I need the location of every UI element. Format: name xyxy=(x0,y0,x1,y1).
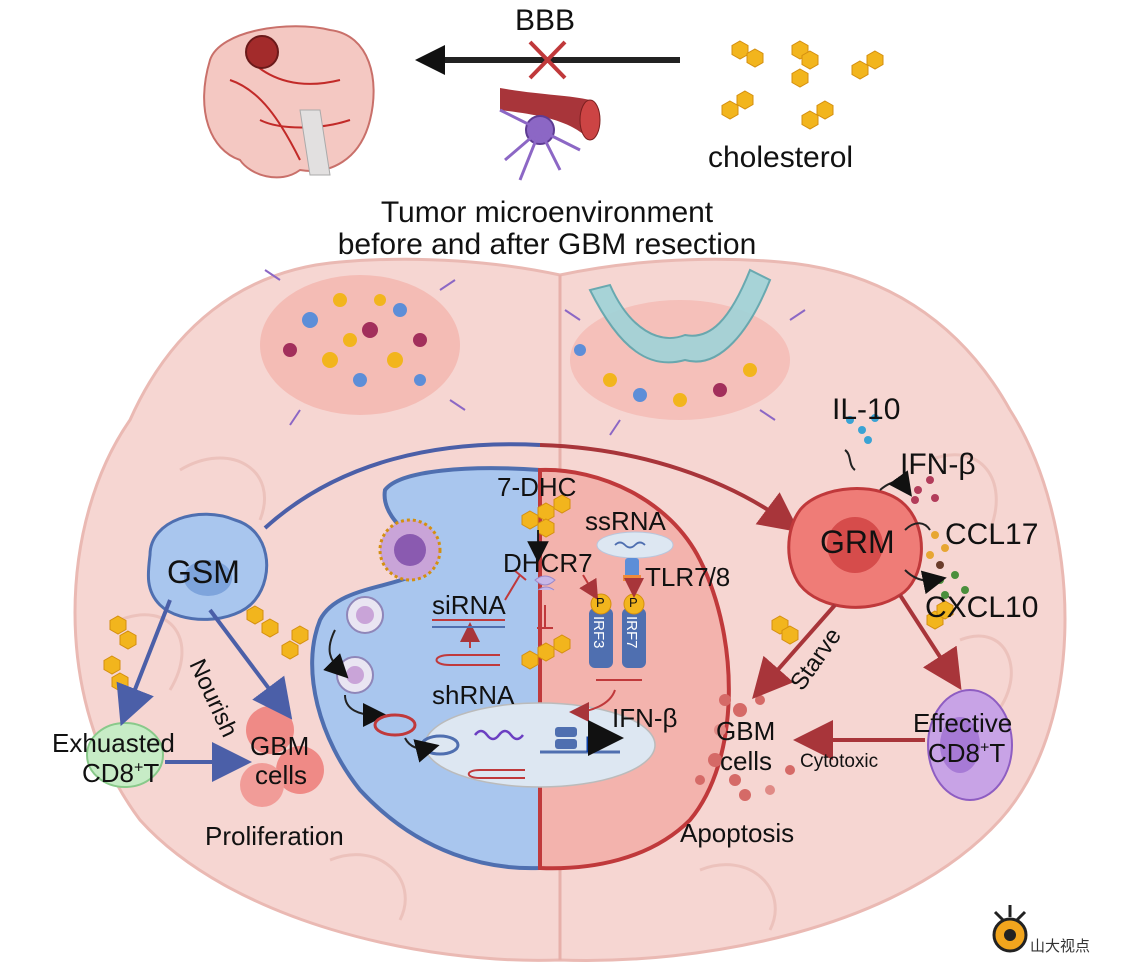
gbm-left-label-l1: GBM xyxy=(250,731,310,761)
gsm-label: GSM xyxy=(167,554,240,590)
arrow-gsm-to-gbm xyxy=(208,608,293,720)
tlr78-label: TLR7/8 xyxy=(645,562,731,592)
sirna-duplex xyxy=(432,569,527,628)
ifnb-dots xyxy=(879,470,939,504)
irf7-phospho-label: P xyxy=(629,595,638,610)
watermark-logo xyxy=(992,905,1028,953)
irf3-phospho-label: P xyxy=(596,595,605,610)
cxcl10-label: CXCL10 xyxy=(925,591,1039,624)
dhcr7-label: DHCR7 xyxy=(503,548,593,578)
endosome-icons xyxy=(323,596,387,727)
gbm-cells-right-apoptotic xyxy=(695,694,795,801)
il10-label: IL-10 xyxy=(832,393,901,426)
apoptosis-label: Apoptosis xyxy=(680,818,795,848)
dhcr7-to-irf3-arrow xyxy=(579,574,599,601)
ssrna-label: ssRNA xyxy=(585,506,666,536)
grm-label: GRM xyxy=(820,524,895,560)
arrow-gsm-to-exhausted xyxy=(116,599,172,727)
cholesterol-label: cholesterol xyxy=(708,141,854,174)
watermark-text: 山大视点 xyxy=(1030,938,1091,955)
ccl17-dots xyxy=(904,522,949,569)
exhausted-label-l1: Exhuasted xyxy=(52,728,175,758)
sirna-label: siRNA xyxy=(432,590,506,620)
cytotoxic-label: Cytotoxic xyxy=(800,751,879,772)
dhcr7-enzyme-icon xyxy=(534,575,556,591)
shrna-label: shRNA xyxy=(432,680,515,710)
arrow-grm-starve xyxy=(752,603,837,699)
effective-label-l2: CD8+T xyxy=(928,738,1006,768)
shrna-hairpin-bottom xyxy=(467,769,525,779)
arrow-grm-to-effective xyxy=(898,593,962,691)
cholesterol-product xyxy=(521,605,571,670)
ifnb-label-mid: IFN-β xyxy=(612,703,678,733)
irf7-label: IRF7 xyxy=(623,616,640,649)
mrna-wave xyxy=(474,729,524,741)
effective-label-l1: Effective xyxy=(913,708,1013,738)
shrna-hairpin-mid xyxy=(435,622,500,666)
seven-dhc-molecule xyxy=(521,494,571,563)
bbb-blocked-arrow xyxy=(415,40,680,80)
arc-blue-part xyxy=(263,442,541,530)
irf7-protein xyxy=(622,593,646,668)
tumor-cell-cluster-after xyxy=(564,268,806,436)
seven-dhc-label: 7-DHC xyxy=(497,472,577,502)
ifnb-promoter-complex xyxy=(540,720,624,756)
title-line2: before and after GBM resection xyxy=(337,228,757,261)
cxcl10-dots xyxy=(904,569,969,599)
brain-with-tumor-icon xyxy=(203,25,375,179)
irf3-protein xyxy=(589,593,613,668)
irf3-label: IRF3 xyxy=(590,616,607,649)
irf-to-ifnb-arrow xyxy=(569,689,616,722)
proliferation-label: Proliferation xyxy=(205,821,344,851)
gbm-left-label-l2: cells xyxy=(255,760,308,790)
blood-vessel-icon xyxy=(499,88,601,181)
effective-cd8-cell xyxy=(927,689,1013,801)
gbm-right-label-l1: GBM xyxy=(716,716,776,746)
bbb-label: BBB xyxy=(515,4,576,37)
nanoparticle-icon xyxy=(378,518,442,582)
cholesterol-cluster-top xyxy=(721,40,884,130)
ifnb-label-top: IFN-β xyxy=(900,448,976,481)
gsm-cell xyxy=(146,512,269,621)
exhausted-label-l2: CD8+T xyxy=(82,758,160,788)
il10-dots xyxy=(844,414,879,471)
ccl17-label: CCL17 xyxy=(945,518,1039,551)
gbm-right-label-l2: cells xyxy=(720,746,773,776)
grm-cell xyxy=(787,487,923,609)
tumor-cell-cluster-before xyxy=(260,269,466,426)
title-line1: Tumor microenvironment xyxy=(380,196,714,229)
plasmid-icons xyxy=(373,713,460,763)
arc-red-part xyxy=(539,443,800,533)
